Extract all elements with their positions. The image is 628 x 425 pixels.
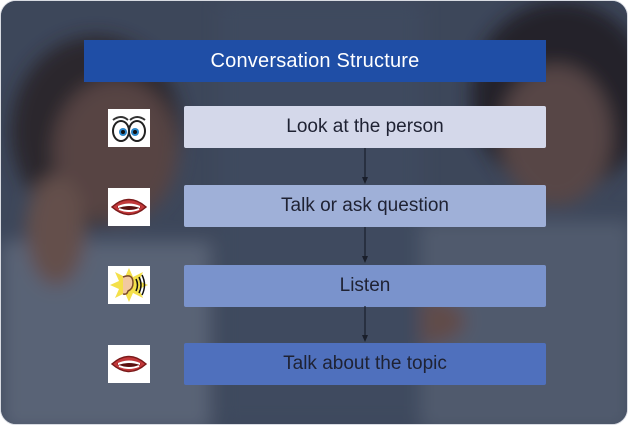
step-look-at-person: Look at the person bbox=[184, 106, 546, 148]
flow-arrow bbox=[362, 306, 368, 342]
ear-icon bbox=[108, 266, 150, 304]
mouth-icon bbox=[108, 188, 150, 226]
step-listen: Listen bbox=[184, 265, 546, 307]
step-talk-or-ask: Talk or ask question bbox=[184, 185, 546, 227]
diagram-title: Conversation Structure bbox=[84, 40, 546, 82]
mouth-icon bbox=[108, 345, 150, 383]
eyes-icon bbox=[108, 109, 150, 147]
step-talk-about-topic: Talk about the topic bbox=[184, 343, 546, 385]
flow-arrow bbox=[362, 148, 368, 184]
flow-arrow bbox=[362, 227, 368, 263]
